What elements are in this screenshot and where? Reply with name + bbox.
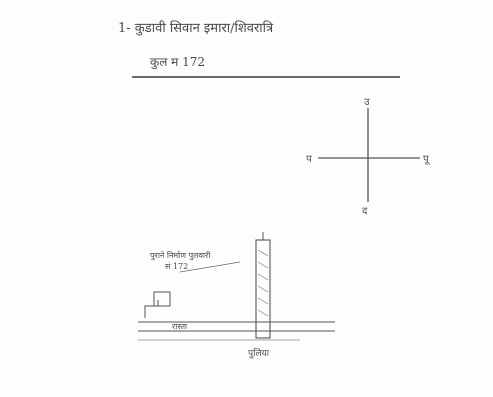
- compass-rose: उ द पू प: [306, 97, 431, 217]
- small-structure: [153, 291, 171, 307]
- road-label: रास्ता: [172, 322, 188, 331]
- site-sketch: पुराने निर्माण पुलवारी सं 172 रास्ता पुल…: [138, 232, 335, 359]
- left-label-leader: [179, 261, 241, 273]
- compass-south-label: द: [362, 206, 368, 217]
- compass-west-label: प: [306, 154, 312, 165]
- left-label-top: पुराने निर्माण पुलवारी: [150, 250, 211, 261]
- header-line-2: कुल म 172: [150, 55, 205, 70]
- header-line-1: 1- कुडावी सिवान इमारा/शिवरात्रि: [118, 20, 274, 36]
- left-label-bottom: सं 172: [165, 262, 188, 271]
- bottom-label: पुलिया: [248, 347, 270, 359]
- building-hatching: [257, 249, 269, 317]
- compass-east-label: पू: [423, 154, 431, 165]
- compass-north-label: उ: [364, 97, 370, 108]
- structure-outline: [144, 300, 159, 318]
